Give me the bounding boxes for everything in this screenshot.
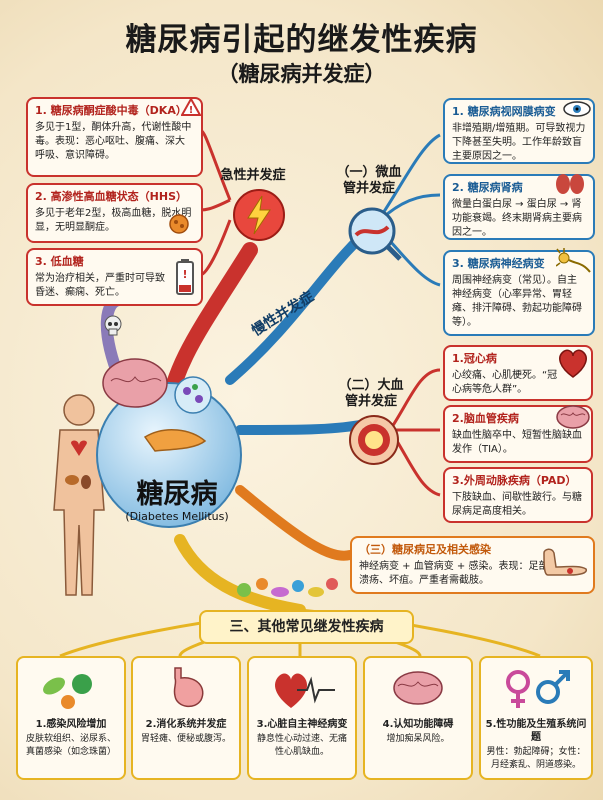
macro-item-title: 3.外周动脉疾病（PAD） xyxy=(452,474,577,487)
macro-item-pad: 3.外周动脉疾病（PAD） 下肢缺血、间歇性跛行。与糖尿病足高度相关。 xyxy=(443,467,593,523)
heart-pulse-icon xyxy=(253,662,351,714)
others-item-title: 3.心脏自主神经病变 xyxy=(256,719,348,730)
acute-item-hypoglycemia: 3. 低血糖 常为治疗相关，严重时可导致昏迷、癫痫、死亡。 xyxy=(26,248,203,306)
microvessel-magnifier-icon xyxy=(346,205,402,261)
macro-item-desc: 下肢缺血、间歇性跛行。与糖尿病足高度相关。 xyxy=(452,492,582,517)
others-item-desc: 增加痴呆风险。 xyxy=(386,734,450,744)
svg-text:!: ! xyxy=(189,105,194,116)
acute-item-desc: 多见于老年2型，极高血糖，脱水明显，无明显酮症。 xyxy=(35,208,192,233)
others-item-infection: 1.感染风险增加 皮肤软组织、泌尿系、真菌感染（如念珠菌） xyxy=(16,656,126,780)
others-item-title: 5.性功能及生殖系统问题 xyxy=(485,719,587,743)
eye-icon xyxy=(562,100,592,118)
others-item-cognitive: 4.认知功能障碍 增加痴呆风险。 xyxy=(363,656,473,780)
page-title: 糖尿病引起的继发性疾病 xyxy=(125,22,478,58)
micro-item-desc: 微量白蛋白尿 → 蛋白尿 → 肾功能衰竭。终末期肾病主要病因之一。 xyxy=(452,199,582,238)
low-battery-icon: ! xyxy=(172,258,198,298)
gender-symbols-icon xyxy=(485,662,587,714)
stomach-icon xyxy=(137,662,235,714)
lightning-icon xyxy=(232,188,286,242)
bacteria-icon xyxy=(22,662,120,714)
artery-icon xyxy=(347,413,401,467)
others-item-title: 2.消化系统并发症 xyxy=(145,719,227,730)
center-sphere xyxy=(95,345,243,545)
acute-item-desc: 多见于1型，酮体升高，代谢性酸中毒。表现：恶心呕吐、腹痛、深大呼吸、意识障碍。 xyxy=(35,122,192,161)
micro-item-neuropathy: 3. 糖尿病神经病变 周围神经病变（常见）。自主神经病变（心率异常、胃轻瘫、排汗… xyxy=(443,250,595,336)
micro-item-desc: 周围神经病变（常见）。自主神经病变（心率异常、胃轻瘫、排汗障碍、勃起功能障碍等）… xyxy=(452,275,582,328)
others-item-sexual: 5.性功能及生殖系统问题 男性：勃起障碍；女性：月经紊乱、阴道感染。 xyxy=(479,656,593,780)
macro-item-title: 2.脑血管疾病 xyxy=(452,412,519,425)
micro-item-title: 2. 糖尿病肾病 xyxy=(452,181,523,194)
micro-item-desc: 非增殖期/增殖期。可导致视力下降甚至失明。工作年龄致盲主要原因之一。 xyxy=(452,123,586,162)
others-item-title: 1.感染风险增加 xyxy=(35,719,107,730)
bacteria-icon xyxy=(165,210,193,238)
acute-item-title: 2. 高渗性高血糖状态（HHS） xyxy=(35,190,187,203)
others-item-desc: 男性：勃起障碍；女性：月经紊乱、阴道感染。 xyxy=(486,747,586,770)
heart-icon xyxy=(555,345,591,381)
microbes-cluster-icon xyxy=(232,570,342,608)
others-branch xyxy=(174,534,306,616)
macro-item-desc: 心绞痛、心肌梗死。“冠心病等危人群”。 xyxy=(452,370,558,395)
others-item-desc: 皮肤软组织、泌尿系、真菌感染（如念珠菌） xyxy=(25,734,116,757)
macro-item-title: 1.冠心病 xyxy=(452,352,497,365)
others-item-cardiac: 3.心脏自主神经病变 静息性心动过速、无痛性心肌缺血。 xyxy=(247,656,357,780)
acute-item-desc: 常为治疗相关，严重时可导致昏迷、癫痫、死亡。 xyxy=(35,273,165,298)
micro-item-nephropathy: 2. 糖尿病肾病 微量白蛋白尿 → 蛋白尿 → 肾功能衰竭。终末期肾病主要病因之… xyxy=(443,174,595,240)
macro-item-desc: 缺血性脑卒中、短暂性脑缺血发作（TIA）。 xyxy=(452,430,582,455)
page-subtitle: （糖尿病并发症） xyxy=(217,62,386,86)
center-title: 糖尿病 xyxy=(136,479,218,510)
macro-branch xyxy=(235,420,365,435)
brain-icon xyxy=(369,662,467,714)
foot-desc: 神经病变 + 血管病变 + 感染。表现：足部溃疡、坏疽。严重者需截肢。 xyxy=(359,561,549,586)
center-subtitle: (Diabetes Mellitus) xyxy=(125,510,229,523)
micro-item-title: 1. 糖尿病视网膜病变 xyxy=(452,105,556,118)
others-item-desc: 静息性心动过速、无痛性心肌缺血。 xyxy=(256,734,347,757)
foot-icon xyxy=(540,545,590,577)
others-item-desc: 胃轻瘫、便秘或腹泻。 xyxy=(140,734,231,744)
brain-icon xyxy=(555,403,591,431)
acute-label: 急性并发症 xyxy=(220,168,286,183)
macro-label: （二）大血管并发症 xyxy=(338,378,404,409)
acute-item-hhs: 2. 高渗性高血糖状态（HHS） 多见于老年2型，极高血糖，脱水明显，无明显酮症… xyxy=(26,183,203,243)
human-figure-icon xyxy=(38,390,120,605)
foot-title: （三）糖尿病足及相关感染 xyxy=(359,543,491,556)
neuron-icon xyxy=(556,248,592,278)
kidney-icon xyxy=(553,172,587,196)
svg-text:!: ! xyxy=(182,268,187,281)
acute-item-title: 1. 糖尿病酮症酸中毒（DKA） xyxy=(35,104,187,117)
skull-icon xyxy=(101,314,125,338)
acute-item-title: 3. 低血糖 xyxy=(35,255,84,268)
foot-branch xyxy=(235,485,355,561)
others-item-title: 4.认知功能障碍 xyxy=(382,719,454,730)
others-item-digestive: 2.消化系统并发症 胃轻瘫、便秘或腹泻。 xyxy=(131,656,241,780)
others-label: 三、其他常见继发性疾病 xyxy=(199,610,414,644)
acute-item-dka: 1. 糖尿病酮症酸中毒（DKA） 多见于1型，酮体升高，代谢性酸中毒。表现：恶心… xyxy=(26,97,203,177)
warning-icon: ! xyxy=(181,97,201,117)
micro-item-title: 3. 糖尿病神经病变 xyxy=(452,257,545,270)
micro-label: （一）微血管并发症 xyxy=(336,165,402,196)
